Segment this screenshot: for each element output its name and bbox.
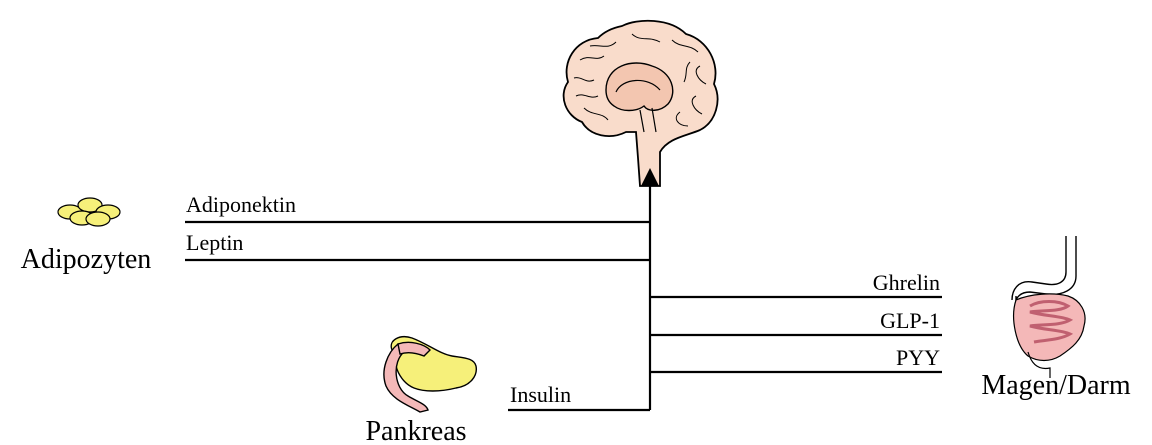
glp1-label: GLP-1 [880, 308, 940, 333]
pancreas-icon [384, 337, 476, 412]
gut-label: Magen/Darm [981, 370, 1131, 401]
stomach-intestine-icon [1012, 236, 1085, 378]
brain-icon [564, 21, 718, 186]
ghrelin-label: Ghrelin [873, 270, 940, 295]
fat-cells-icon [58, 198, 120, 226]
adiponektin-label: Adiponektin [186, 192, 296, 217]
pancreas-label: Pankreas [365, 416, 466, 445]
insulin-label: Insulin [510, 382, 571, 407]
pyy-label: PYY [896, 345, 940, 370]
leptin-label: Leptin [186, 230, 243, 255]
adipocytes-label: Adipozyten [21, 244, 152, 275]
